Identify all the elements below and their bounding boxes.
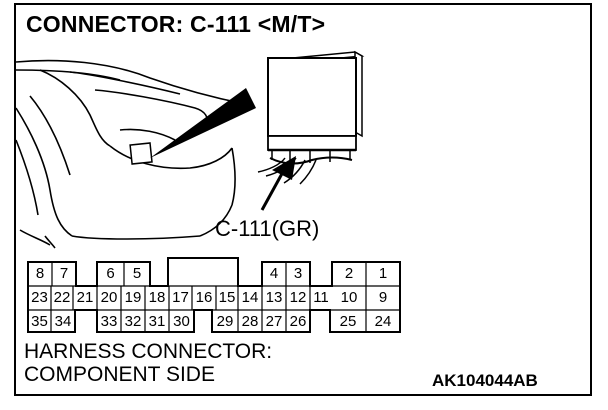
pin-33: 33 [100, 313, 118, 330]
pin-13: 13 [265, 289, 283, 306]
harness-connector-caption: HARNESS CONNECTOR: [24, 340, 273, 363]
pin-17: 17 [172, 289, 189, 306]
pin-18: 18 [148, 289, 166, 306]
pin-7: 7 [59, 265, 69, 282]
pin-26: 26 [289, 313, 307, 330]
connector-location-marker [129, 142, 153, 165]
pin-2: 2 [344, 265, 354, 282]
diagram-title: CONNECTOR: C-111 <M/T> [26, 11, 326, 37]
pin-19: 19 [124, 289, 142, 306]
pin-1: 1 [378, 265, 388, 282]
pin-22: 22 [53, 289, 71, 306]
pin-24: 24 [374, 313, 392, 330]
pin-15: 15 [218, 289, 236, 306]
pin-35: 35 [31, 313, 48, 330]
pin-3: 3 [293, 265, 303, 282]
pin-16: 16 [195, 289, 213, 306]
pin-31: 31 [148, 313, 166, 330]
pin-6: 6 [106, 265, 115, 282]
ecu-unit [267, 50, 365, 165]
pin-20: 20 [100, 289, 118, 306]
pin-23: 23 [31, 289, 48, 306]
pin-28: 28 [241, 313, 259, 330]
pin-9: 9 [378, 289, 388, 306]
pin-5: 5 [132, 265, 142, 282]
pin-4: 4 [269, 265, 279, 282]
pin-10: 10 [340, 289, 358, 306]
pin-29: 29 [216, 313, 234, 330]
pin-8: 8 [35, 265, 45, 282]
pin-21: 21 [76, 289, 94, 306]
callout-wedge [150, 88, 256, 158]
component-side-caption: COMPONENT SIDE [24, 363, 215, 386]
dashboard-outline [15, 59, 246, 249]
pin-34: 34 [54, 313, 72, 330]
pin-25: 25 [339, 313, 357, 330]
figure-code: AK104044AB [432, 371, 538, 390]
pointer-arrow [260, 156, 296, 211]
pin-32: 32 [124, 313, 142, 330]
pin-12: 12 [289, 289, 307, 306]
pin-14: 14 [241, 289, 259, 306]
pin-11: 11 [313, 289, 329, 306]
pin-30: 30 [173, 313, 190, 330]
pin-27: 27 [265, 313, 283, 330]
connector-id-label: C-111(GR) [215, 216, 320, 241]
